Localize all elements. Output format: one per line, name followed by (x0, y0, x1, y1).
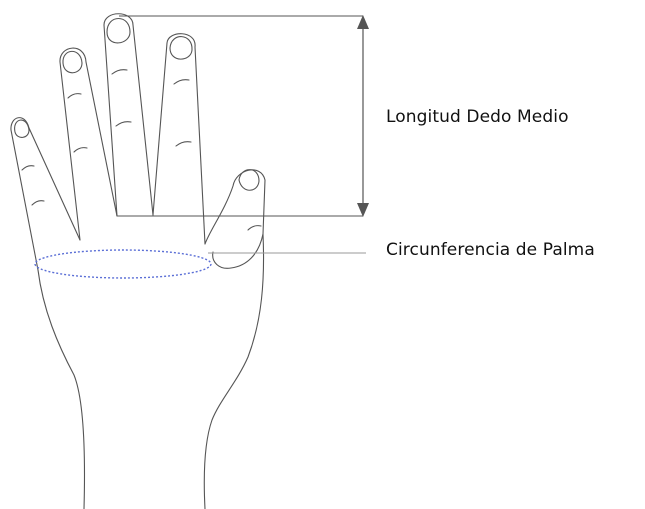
palm-circumference-label: Circunferencia de Palma (386, 240, 595, 260)
ring-finger-crease-1 (68, 94, 81, 98)
middle-finger-crease-2 (116, 122, 131, 126)
middle-finger-crease-1 (112, 70, 127, 74)
little-finger-crease-1 (22, 166, 34, 170)
middle-finger-length-label: Longitud Dedo Medio (386, 107, 569, 127)
palm-circumference-ellipse (35, 250, 211, 278)
index-finger-crease-1 (174, 80, 189, 84)
arm-left-outline (38, 270, 85, 509)
little-finger-crease-2 (32, 201, 44, 205)
little-finger-nail (15, 120, 29, 137)
arrow-head-bottom (357, 203, 369, 217)
index-finger-nail (170, 37, 192, 60)
arrow-head-top (357, 15, 369, 29)
ring-finger-nail (63, 51, 82, 72)
ring-finger-outline (60, 48, 117, 240)
ring-finger-crease-2 (74, 148, 87, 152)
little-finger-outline (11, 118, 80, 270)
index-finger-outline (153, 34, 205, 244)
thumb-crease (248, 226, 261, 230)
thumb-nail (239, 170, 259, 191)
thumb-outline (205, 170, 265, 268)
middle-finger-nail (107, 19, 130, 43)
index-finger-crease-2 (176, 142, 191, 146)
arm-right-outline (204, 234, 263, 509)
